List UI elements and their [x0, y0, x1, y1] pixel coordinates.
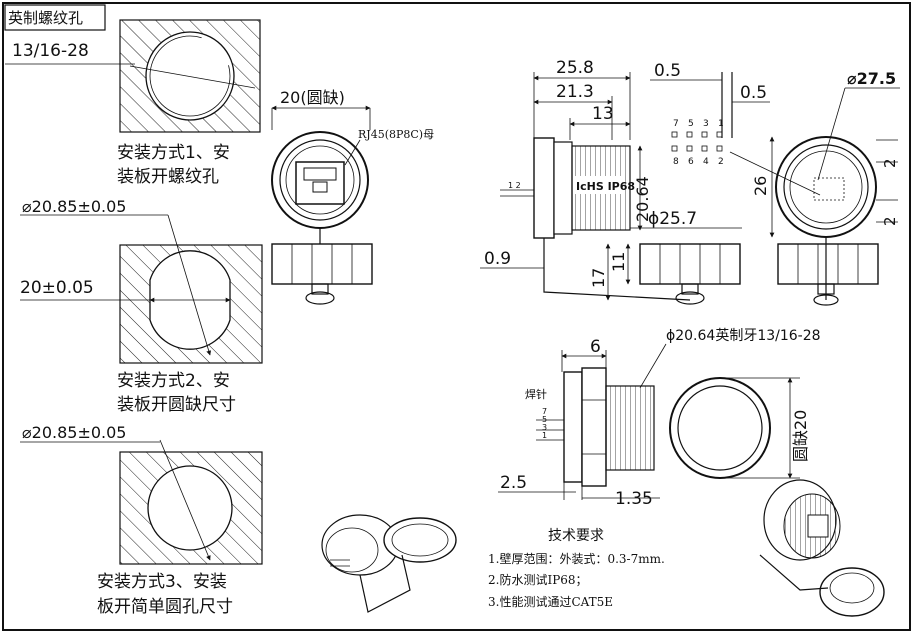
- method-3-dim-top: ⌀20.85±0.05: [22, 423, 126, 442]
- body-text: IcHS IP68: [576, 180, 635, 193]
- round-hole: [147, 465, 233, 551]
- thread-spec-label: ϕ20.64英制牙13/16-28: [666, 327, 821, 344]
- method-2-dim-top: ⌀20.85±0.05: [22, 197, 126, 216]
- thread-note-spec: 13/16-28: [12, 41, 89, 61]
- method-2-caption-line1: 安装方式2、安: [117, 371, 230, 391]
- pin-bottom-2: 2: [718, 157, 724, 167]
- dim-26: 26: [751, 176, 770, 196]
- dim-25-7: ϕ25.7: [648, 209, 697, 229]
- dim-13: 13: [592, 104, 614, 124]
- dim-1-35: 1.35: [615, 489, 653, 509]
- tech-item-2: 2.防水测试IP68；: [488, 572, 588, 587]
- bottom-pin-3: 3: [542, 423, 547, 432]
- threaded-hole: [145, 31, 235, 121]
- pin-view: 0.5 0.5 7 5 3 1 8 6 4 2: [650, 61, 821, 196]
- dim-20-64: 20.64: [633, 176, 652, 222]
- pin-top-1: 1: [718, 119, 724, 129]
- dim-2-b: 2: [881, 216, 899, 226]
- method-2-dim-side: 20±0.05: [20, 278, 94, 298]
- mounting-method-3: ⌀20.85±0.05 安装方式3、安装 板开简单圆孔尺寸: [20, 423, 272, 618]
- bottom-view: ϕ20.64英制牙13/16-28 6 焊针 7 5 3 1 圆缺20 2.5 …: [498, 327, 821, 509]
- dim-11: 11: [609, 252, 628, 272]
- bottom-pin-5: 5: [542, 415, 547, 424]
- pin-top-7: 7: [673, 119, 679, 129]
- iso-view-1: [321, 514, 457, 613]
- mounting-method-1: 英制螺纹孔 13/16-28 安装方式1、安 装板开螺纹孔: [4, 4, 265, 187]
- iso-view-2: [759, 479, 885, 617]
- dim-0-5-b: 0.5: [740, 83, 767, 103]
- bottom-thread-body: [605, 385, 655, 471]
- dim-2-a: 2: [881, 158, 899, 168]
- tech-item-1: 1.壁厚范围：外装式：0.3-7mm.: [488, 551, 665, 566]
- dim-6: 6: [590, 337, 601, 357]
- method-2-caption-line2: 装板开圆缺尺寸: [117, 395, 236, 415]
- svg-text:1 2: 1 2: [508, 181, 521, 190]
- dim-17: 17: [589, 268, 608, 288]
- bottom-pin-1: 1: [542, 431, 547, 440]
- dim-0-5-a: 0.5: [654, 61, 681, 81]
- front-width-label: 20(圆缺): [280, 88, 345, 107]
- dim-20-dcut: 圆缺20: [791, 410, 810, 462]
- side-view: 25.8 21.3 13 IcHS IP68 1 2 20.64 ϕ25.7: [480, 58, 742, 305]
- tech-item-3: 3.性能测试通过CAT5E: [488, 594, 613, 609]
- solder-label: 焊针: [525, 387, 547, 401]
- dim-21-3: 21.3: [556, 82, 594, 102]
- pin-bottom-4: 4: [703, 157, 709, 167]
- method-1-caption-line2: 装板开螺纹孔: [117, 167, 219, 187]
- mounting-method-2: ⌀20.85±0.05 20±0.05 安装方式2、安 装板开圆缺尺寸: [20, 197, 265, 415]
- tech-title: 技术要求: [548, 528, 604, 544]
- port-label: RJ45(8P8C)母: [358, 128, 434, 141]
- dim-25-8: 25.8: [556, 58, 594, 78]
- method-3-caption-line2: 板开简单圆孔尺寸: [97, 597, 233, 617]
- pin-top-5: 5: [688, 119, 694, 129]
- end-view: ⌀27.5 26 2 2: [751, 69, 900, 306]
- tech-requirements: 技术要求 1.壁厚范围：外装式：0.3-7mm. 2.防水测试IP68； 3.性…: [488, 528, 665, 609]
- thread-note-box: [4, 4, 106, 31]
- thread-note-title: 英制螺纹孔: [8, 9, 83, 27]
- pin-bottom-8: 8: [673, 157, 679, 167]
- bottom-pin-7: 7: [542, 407, 547, 416]
- pin-bottom-6: 6: [688, 157, 694, 167]
- method-1-caption-line1: 安装方式1、安: [117, 143, 230, 163]
- front-view: 20(圆缺) RJ45(8P8C)母: [271, 88, 434, 305]
- dim-27-5: ⌀27.5: [847, 69, 896, 88]
- dim-0-9: 0.9: [484, 249, 511, 269]
- method-3-caption-line1: 安装方式3、安装: [97, 572, 227, 592]
- thread-minor-circle: [149, 35, 231, 117]
- pin-top-3: 3: [703, 119, 709, 129]
- dim-2-5: 2.5: [500, 473, 527, 493]
